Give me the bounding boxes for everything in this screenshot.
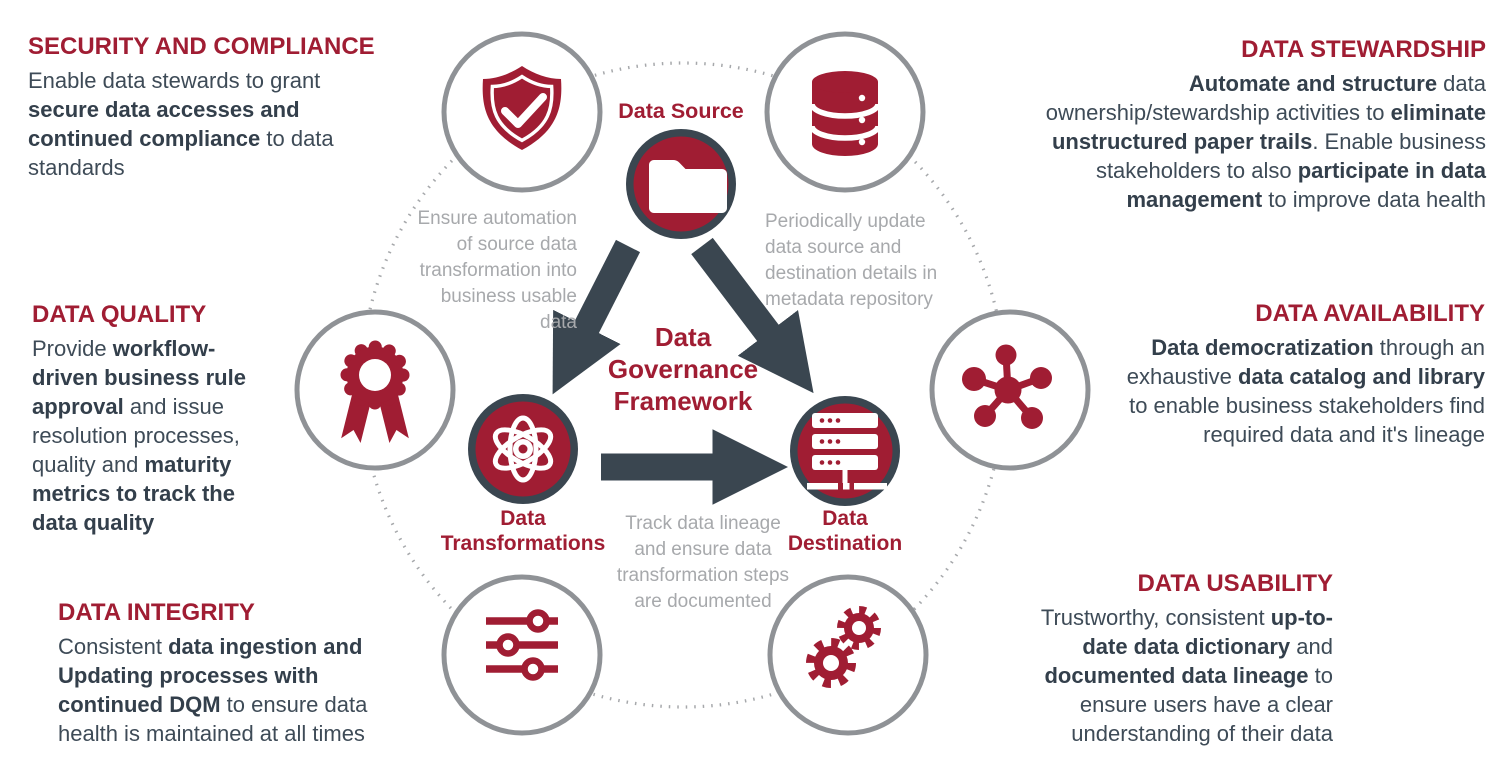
section-body: Automate and structure data ownership/st… bbox=[1045, 71, 1486, 212]
flow-arrows bbox=[552, 237, 814, 505]
outer-circle-gears bbox=[767, 574, 929, 736]
node-data-source bbox=[626, 129, 736, 239]
section-body: Provide workflow-driven business rule ap… bbox=[32, 336, 246, 535]
section-title: DATA QUALITY bbox=[32, 301, 207, 328]
section-title: SECURITY AND COMPLIANCE bbox=[28, 33, 375, 60]
shield-check-icon bbox=[482, 66, 562, 150]
section-title: DATA INTEGRITY bbox=[58, 599, 255, 626]
framework-title: Data Governance Framework bbox=[607, 322, 759, 416]
section-security-and-compliance: SECURITY AND COMPLIANCE Enable data stew… bbox=[28, 33, 378, 182]
node-data-destination bbox=[790, 396, 900, 506]
award-ribbon-icon bbox=[340, 340, 410, 444]
outer-circle-sliders bbox=[441, 574, 603, 736]
annotation-metadata-repository: Periodically update data source and dest… bbox=[765, 211, 938, 310]
network-hub-icon bbox=[962, 344, 1052, 429]
data-destination-label: Data Destination bbox=[787, 507, 903, 555]
data-source-label: Data Source bbox=[618, 99, 744, 123]
section-body: Trustworthy, consistent up-to-date data … bbox=[1040, 605, 1333, 746]
sliders-icon bbox=[486, 609, 558, 681]
section-title: DATA USABILITY bbox=[1137, 570, 1333, 597]
arrow-source-to-destination bbox=[691, 237, 814, 394]
arrow-source-to-transformations bbox=[552, 239, 641, 395]
section-title: DATA AVAILABILITY bbox=[1255, 300, 1485, 327]
section-body: Enable data stewards to grant secure dat… bbox=[28, 68, 334, 180]
data-transformations-label: Data Transformations bbox=[440, 507, 606, 555]
folder-icon bbox=[649, 160, 727, 213]
annotation-data-lineage: Track data lineage and ensure data trans… bbox=[616, 513, 790, 612]
database-icon bbox=[809, 71, 881, 156]
section-body: Data democratization through an exhausti… bbox=[1126, 335, 1485, 447]
section-title: DATA STEWARDSHIP bbox=[1241, 36, 1486, 63]
section-data-integrity: DATA INTEGRITY Consistent data ingestion… bbox=[58, 599, 408, 748]
server-rack-icon bbox=[807, 413, 887, 490]
outer-circle-shield bbox=[441, 31, 603, 193]
outer-circle-database bbox=[764, 31, 926, 193]
gears-icon bbox=[806, 606, 881, 688]
outer-circle-network bbox=[929, 309, 1091, 471]
section-data-usability: DATA USABILITY Trustworthy, consistent u… bbox=[1013, 570, 1333, 748]
atom-icon bbox=[492, 415, 554, 483]
section-data-availability: DATA AVAILABILITY Data democratization t… bbox=[1125, 300, 1485, 449]
section-body: Consistent data ingestion and Updating p… bbox=[58, 634, 368, 746]
section-data-stewardship: DATA STEWARDSHIP Automate and structure … bbox=[986, 36, 1486, 214]
node-data-transformations bbox=[468, 394, 578, 504]
section-data-quality: DATA QUALITY Provide workflow-driven bus… bbox=[32, 301, 267, 537]
outer-circle-award bbox=[294, 309, 456, 471]
annotation-source-transformation: Ensure automation of source data transfo… bbox=[417, 208, 578, 333]
